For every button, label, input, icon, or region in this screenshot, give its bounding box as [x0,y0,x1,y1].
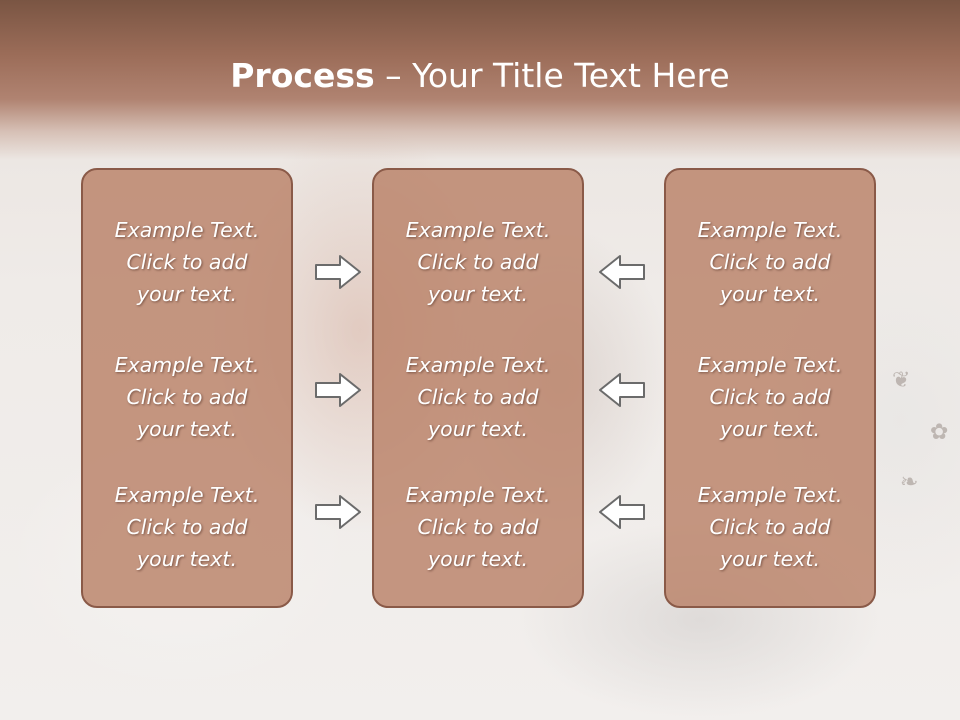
text-line: Click to add [709,515,831,539]
text-line: Click to add [709,250,831,274]
text-box-center[interactable]: Example Text. Click to add your text. Ex… [372,168,584,608]
text-line: your text. [428,417,528,441]
text-line: your text. [428,547,528,571]
title-band [0,0,960,160]
slide-title[interactable]: Process – Your Title Text Here [0,52,960,100]
text-line: Example Text. [697,353,843,377]
placeholder-text[interactable]: Example Text. Click to add your text. [666,349,874,449]
arrow-left-icon[interactable] [596,370,646,410]
placeholder-text[interactable]: Example Text. Click to add your text. [666,479,874,579]
text-line: your text. [137,547,237,571]
text-line: Example Text. [405,483,551,507]
text-line: your text. [428,282,528,306]
placeholder-text[interactable]: Example Text. Click to add your text. [83,214,291,314]
text-line: your text. [137,282,237,306]
text-line: Example Text. [405,218,551,242]
text-line: Click to add [417,250,539,274]
text-line: Example Text. [114,218,260,242]
placeholder-text[interactable]: Example Text. Click to add your text. [83,349,291,449]
placeholder-text[interactable]: Example Text. Click to add your text. [374,479,582,579]
text-line: Click to add [417,515,539,539]
placeholder-text[interactable]: Example Text. Click to add your text. [374,349,582,449]
arrow-right-icon[interactable] [314,252,364,292]
text-line: your text. [137,417,237,441]
text-line: your text. [720,282,820,306]
arrow-right-icon[interactable] [314,370,364,410]
text-line: your text. [720,547,820,571]
leaf-doodle-icon: ❧ [900,470,919,495]
leaf-doodle-icon: ❦ [892,368,911,393]
text-box-right[interactable]: Example Text. Click to add your text. Ex… [664,168,876,608]
placeholder-text[interactable]: Example Text. Click to add your text. [83,479,291,579]
arrow-right-icon[interactable] [314,492,364,532]
arrow-left-icon[interactable] [596,492,646,532]
text-box-left[interactable]: Example Text. Click to add your text. Ex… [81,168,293,608]
text-line: Example Text. [697,483,843,507]
leaf-doodle-icon: ✿ [930,420,949,445]
placeholder-text[interactable]: Example Text. Click to add your text. [666,214,874,314]
text-line: Example Text. [114,353,260,377]
text-line: Example Text. [697,218,843,242]
title-bold: Process [230,56,375,95]
text-line: Click to add [126,385,248,409]
text-line: Click to add [126,515,248,539]
title-rest: – Your Title Text Here [374,56,730,95]
placeholder-text[interactable]: Example Text. Click to add your text. [374,214,582,314]
text-line: Click to add [709,385,831,409]
text-line: Click to add [126,250,248,274]
text-line: your text. [720,417,820,441]
text-line: Click to add [417,385,539,409]
text-line: Example Text. [114,483,260,507]
arrow-left-icon[interactable] [596,252,646,292]
text-line: Example Text. [405,353,551,377]
